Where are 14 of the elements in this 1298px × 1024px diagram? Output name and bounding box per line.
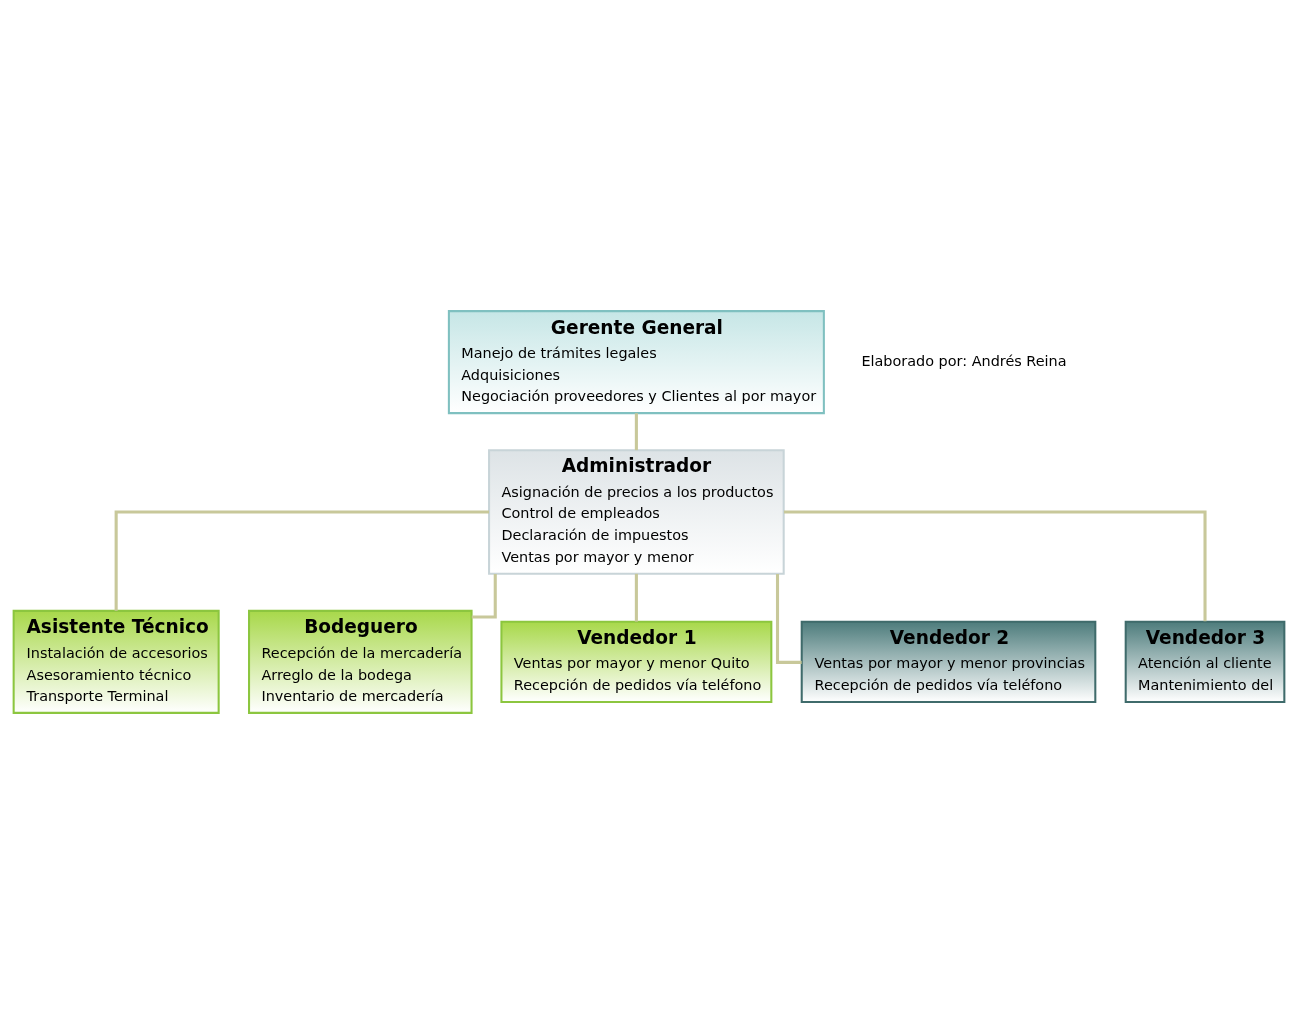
connector bbox=[114, 510, 490, 611]
connector bbox=[783, 510, 1207, 622]
node-box: Vendedor 1 Ventas por mayor y menor Quito Recepción de pedidos vía teléfono bbox=[500, 620, 773, 704]
node-box: Asistente Técnico Instalación de accesorios Asesoramiento técnico Transporte Terminal bbox=[12, 609, 220, 714]
node-box: Vendedor 2 Ventas por mayor y menor provincias Recepción de pedidos vía teléfono bbox=[800, 620, 1097, 704]
node-box: Vendedor 3 Atención al cliente Mantenimiento del bbox=[1124, 620, 1286, 704]
connector bbox=[634, 413, 638, 451]
connector bbox=[471, 574, 497, 619]
connector bbox=[775, 574, 802, 664]
node-box: Administrador Asignación de precios a los productos Control de empleados Declaración de impuestos Ventas por mayor y menor bbox=[488, 449, 785, 575]
connector bbox=[634, 573, 638, 622]
node-box: Gerente General Manejo de trámites legales Adquisiciones Negociación proveedores y Clientes al por mayor bbox=[447, 310, 825, 415]
node-box: Bodeguero Recepción de la mercadería Arreglo de la bodega Inventario de mercadería bbox=[248, 609, 473, 714]
label: Elaborado por: Andrés Reina bbox=[861, 352, 1067, 369]
